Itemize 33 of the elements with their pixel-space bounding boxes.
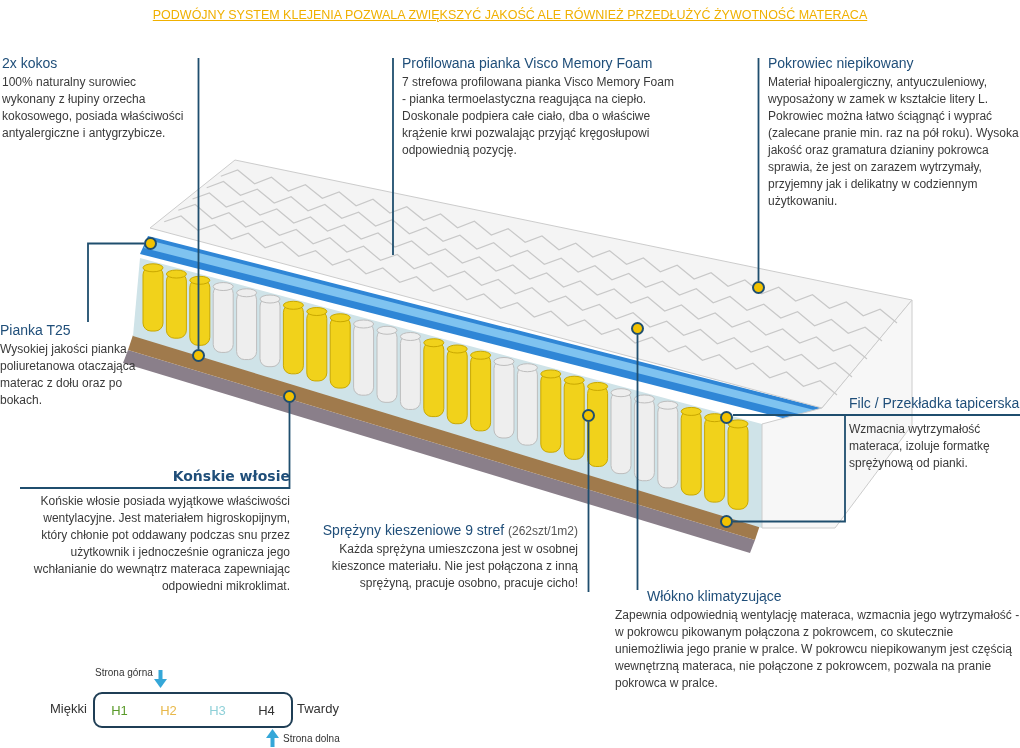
callout-description: Końskie włosie posiada wyjątkowe właściwości wentylacyjne. Jest materiałem higroskopijnym, który chłonie pot oddawany podczas snu przez użytkownik i jednocześnie ogranicza jego wchłanianie do wewnątrz materaca zapewniając odpowiedni mikroklimat. [32, 493, 290, 595]
scale-label: Twardy [297, 701, 339, 716]
callout-heading: 2x kokos [2, 55, 58, 71]
callout-description: Zapewnia odpowiednią wentylację materaca, wzmacnia jego wytrzymałość - w pokrowcu pikowanym połączona z pokrowcem, co skutecznie uniemożliwia jego pranie w pralce. W pokrowcu niepikowanym jest częścią wewnętrzną materaca, nie połączone z pokrowcem, pozwala na pranie pokrowca w pralce. [615, 607, 1020, 692]
callout-description: Wzmacnia wytrzymałość materaca, izoluje formatkę sprężynową od pianki. [849, 421, 991, 472]
callout-description: 100% naturalny surowiec wykonany z łupiny orzecha kokosowego, posiada właściwości antyalergiczne i antygrzybicze. [2, 74, 185, 142]
leader-line [636, 334, 639, 591]
callout-description: Wysokiej jakości pianka poliuretanowa otaczająca materac z dołu oraz po bokach. [0, 341, 137, 409]
callout-heading: Filc / Przekładka tapicerska [849, 395, 1020, 411]
callout-note: (262szt/1m2) [507, 524, 578, 538]
scale-label: Miękki [50, 701, 87, 716]
callout-heading: Pokrowiec niepikowany [768, 55, 914, 71]
title: PODWÓJNY SYSTEM KLEJENIA POZWALA ZWIĘKSZYĆ JAKOŚĆ ALE RÓWNIEŻ PRZEDŁUŻYĆ ŻYWOTNOŚĆ MATERACA [151, 8, 869, 22]
leader-line [197, 57, 200, 350]
callout-heading: Końskie włosie [172, 468, 290, 484]
leader-line [757, 57, 760, 282]
hardness-level: H3 [209, 702, 226, 718]
hardness-level: H2 [160, 702, 177, 718]
callout-heading: Sprężyny kieszeniowe 9 stref [322, 522, 505, 538]
callout-description: Materiał hipoalergiczny, antyuczuleniowy, wyposażony w zamek w kształcie litery L. Pokrowiec można łatwo ściągnąć i wyprać (zalecane pranie min. raz na pół roku). Wysoka jakość oraz gramatura dzianiny pokrowca sprawia, że jest on zarazem wytrzymały, przyjemny jak i delikatny w codziennym użytkowaniu. [768, 74, 1020, 210]
scale-label: Strona dolna [283, 733, 340, 744]
hardness-level: H4 [258, 702, 275, 718]
callout-description: 7 strefowa profilowana pianka Visco Memory Foam - pianka termoelastyczna reagująca na ciepło. Doskonale podpiera całe ciało, dba o właściwe krążenie krwi pozwalając przyjąć kręgosłupowi odpowiednią pozycję. [402, 74, 675, 159]
scale-label: Strona górna [95, 667, 153, 678]
callout-heading: Profilowana pianka Visco Memory Foam [402, 55, 653, 71]
leader-line [392, 57, 394, 256]
callout-description: Każda sprężyna umieszczona jest w osobnej kieszonce materiału. Nie jest połączona z inną sprężyną, pracuje osobno, pracuje cicho! [330, 541, 578, 592]
leader-line [587, 421, 590, 593]
leader-line [732, 414, 846, 416]
hardness-level: H1 [111, 702, 128, 718]
hardness-scale-box [93, 692, 293, 728]
callout-heading: Włókno klimatyzujące [647, 588, 782, 604]
callout-heading: Pianka T25 [0, 322, 71, 338]
